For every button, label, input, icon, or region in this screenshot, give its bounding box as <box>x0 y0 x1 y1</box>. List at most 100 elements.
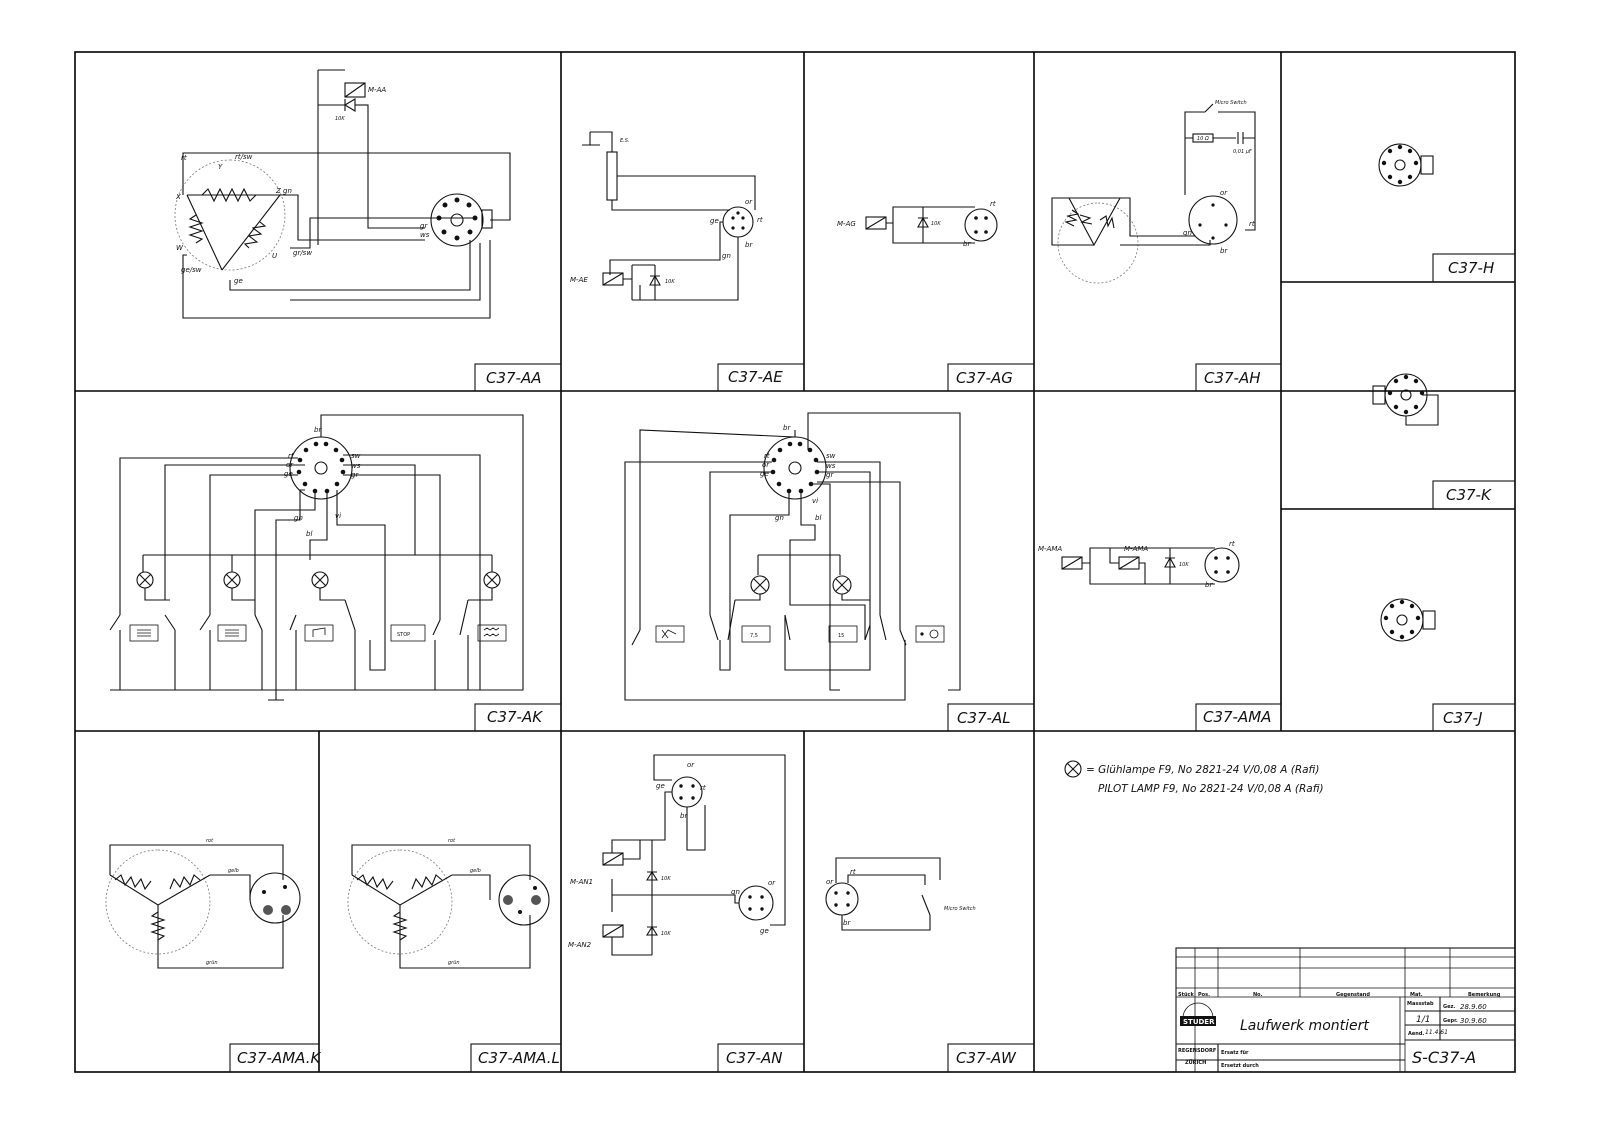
svg-text:gr/sw: gr/sw <box>293 249 312 257</box>
svg-text:ge: ge <box>760 927 769 935</box>
svg-text:ge: ge <box>284 470 293 478</box>
svg-text:0,01 µF: 0,01 µF <box>1233 149 1252 155</box>
svg-text:ge: ge <box>710 217 719 225</box>
svg-text:rt/sw: rt/sw <box>235 153 253 161</box>
caption-c37-ama-l: C37-AMA.L <box>478 1049 560 1067</box>
svg-text:STOP: STOP <box>397 632 410 638</box>
svg-text:vi: vi <box>812 497 818 505</box>
svg-text:Massstab: Massstab <box>1407 1001 1434 1007</box>
svg-text:10K: 10K <box>665 279 675 285</box>
svg-text:br: br <box>783 424 791 432</box>
svg-text:grün: grün <box>206 960 218 966</box>
svg-text:gn: gn <box>722 252 731 260</box>
lamp-legend: = Glühlampe F9, No 2821-24 V/0,08 A (Raf… <box>1064 760 1324 795</box>
label-10k: 10K <box>335 116 345 122</box>
drawing-title: Laufwerk montiert <box>1240 1018 1369 1034</box>
svg-text:grün: grün <box>448 960 460 966</box>
svg-text:REGENSDORF: REGENSDORF <box>1178 1048 1216 1054</box>
caption-c37-an: C37-AN <box>726 1049 782 1067</box>
svg-text:Pos.: Pos. <box>1198 992 1210 998</box>
panel-c37-ama-k: rot gelb grün <box>105 838 301 969</box>
svg-text:Bemerkung: Bemerkung <box>1468 992 1501 998</box>
svg-text:br: br <box>963 240 971 248</box>
panel-c37-aw: or rt br Micro Switch <box>825 857 976 931</box>
panel-c37-h <box>1378 143 1434 187</box>
svg-text:Gez.: Gez. <box>1443 1004 1455 1010</box>
svg-text:rt: rt <box>1229 540 1235 548</box>
svg-text:ge: ge <box>760 470 769 478</box>
svg-text:rt: rt <box>757 216 763 224</box>
svg-text:br: br <box>745 241 753 249</box>
svg-text:br: br <box>843 919 851 927</box>
svg-text:30.9.60: 30.9.60 <box>1460 1017 1487 1025</box>
panel-c37-al: br rt or ge sw ws gr vi gn bl 7,5 15 <box>624 412 961 701</box>
svg-text:rt: rt <box>1249 220 1255 228</box>
legend-line-1: = Glühlampe F9, No 2821-24 V/0,08 A (Raf… <box>1086 764 1319 776</box>
svg-text:br: br <box>1205 581 1213 589</box>
panel-c37-aa: M-AA 10K X rt Y rt/sw Z gn W U ge/sw gr/… <box>174 69 511 319</box>
panel-c37-an: or ge rt br M-AN1 M-AN2 10K 10K or gn ge <box>568 754 786 956</box>
svg-text:Mat.: Mat. <box>1410 992 1423 998</box>
svg-text:gn: gn <box>294 514 303 522</box>
svg-text:gelb: gelb <box>470 868 481 874</box>
svg-text:or: or <box>745 198 753 206</box>
svg-text:10K: 10K <box>661 876 671 882</box>
svg-text:Micro Switch: Micro Switch <box>1215 100 1247 106</box>
caption-c37-ag: C37-AG <box>956 369 1013 387</box>
caption-c37-ah: C37-AH <box>1204 369 1261 387</box>
svg-text:W: W <box>176 244 184 252</box>
svg-text:rt: rt <box>288 452 294 460</box>
drawing-frame <box>74 51 1516 1073</box>
svg-text:ws: ws <box>351 462 361 470</box>
legend-line-2: PILOT LAMP F9, No 2821-24 V/0,08 A (Rafi… <box>1098 783 1324 795</box>
caption-c37-aw: C37-AW <box>956 1049 1017 1067</box>
svg-text:or: or <box>768 879 776 887</box>
drawing-number: S-C37-A <box>1412 1048 1476 1067</box>
svg-text:No.: No. <box>1253 992 1263 998</box>
caption-c37-ak: C37-AK <box>487 708 543 726</box>
svg-text:gn: gn <box>731 888 740 896</box>
svg-text:Gepr.: Gepr. <box>1443 1018 1458 1024</box>
panel-c37-ah: Micro Switch 10 Ω 0,01 µF or gn rt br <box>1051 100 1256 284</box>
svg-text:10K: 10K <box>661 931 671 937</box>
svg-text:28.9.60: 28.9.60 <box>1460 1003 1487 1011</box>
svg-text:rt: rt <box>764 452 770 460</box>
caption-c37-ama: C37-AMA <box>1203 708 1271 726</box>
svg-text:rt: rt <box>181 154 187 162</box>
svg-text:Micro Switch: Micro Switch <box>944 906 976 912</box>
svg-text:Z gn: Z gn <box>275 187 292 195</box>
panel-c37-ag: M-AG 10K rt br <box>837 200 998 248</box>
caption-c37-ama-k: C37-AMA.K <box>237 1049 321 1067</box>
svg-text:sw: sw <box>826 452 836 460</box>
panel-c37-ama: M-AMA M-AMA 10K rt br <box>1038 540 1240 589</box>
svg-text:11.4.61: 11.4.61 <box>1425 1029 1448 1036</box>
svg-text:STUDER: STUDER <box>1183 1018 1215 1026</box>
svg-text:Stück: Stück <box>1178 992 1195 998</box>
caption-c37-al: C37-AL <box>957 709 1011 727</box>
panel-c37-ama-l: rot gelb grün <box>347 838 550 969</box>
svg-text:br: br <box>1220 247 1228 255</box>
caption-c37-j: C37-J <box>1443 709 1482 727</box>
svg-text:ws: ws <box>420 231 430 239</box>
svg-text:Ersatz für: Ersatz für <box>1221 1050 1249 1056</box>
svg-text:vi: vi <box>335 512 341 520</box>
caption-c37-ae: C37-AE <box>728 368 783 386</box>
panel-c37-ak: br rt or ge sw ws gr gn vi bl STOP <box>109 414 524 701</box>
svg-text:gn: gn <box>1183 229 1192 237</box>
svg-text:X: X <box>175 193 181 201</box>
panel-c37-j <box>1380 598 1436 642</box>
svg-text:sw: sw <box>351 452 361 460</box>
svg-text:M-AN1: M-AN1 <box>570 878 593 886</box>
panel-c37-k <box>1372 373 1439 426</box>
svg-text:gr: gr <box>826 471 834 479</box>
svg-text:M-AE: M-AE <box>570 276 588 284</box>
studer-logo: STUDER <box>1180 1002 1216 1026</box>
svg-text:15: 15 <box>838 633 844 639</box>
panel-captions: C37-AA C37-AE C37-AG C37-AH C37-H C37-K … <box>229 253 1516 1073</box>
svg-text:or: or <box>826 878 834 886</box>
svg-text:M-AMA: M-AMA <box>1038 545 1062 553</box>
svg-text:ge: ge <box>234 277 243 285</box>
svg-text:gr: gr <box>420 222 428 230</box>
